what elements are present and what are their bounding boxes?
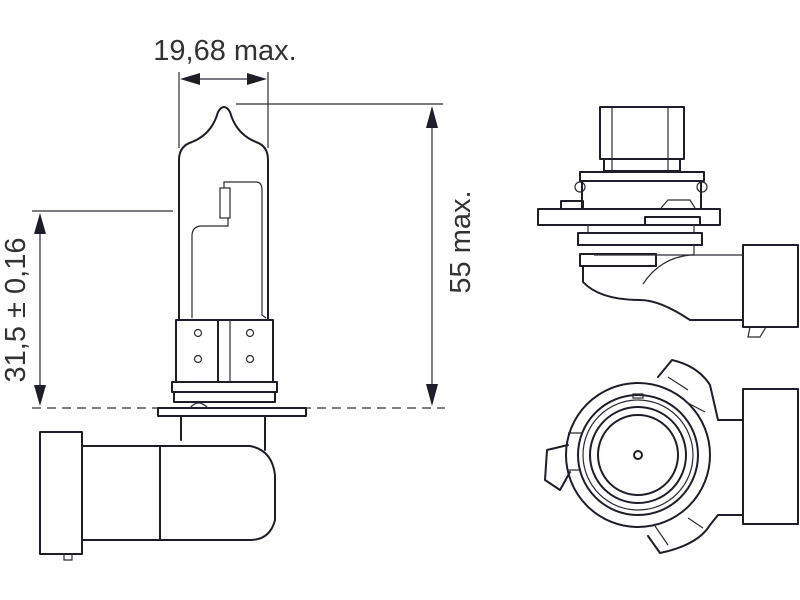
bulb-side-view <box>39 106 307 561</box>
bulb-base-side-view <box>537 106 799 338</box>
width-dimension <box>178 72 269 148</box>
height-dimension-label: 55 max. <box>445 190 477 293</box>
reference-dimension <box>32 210 173 406</box>
bulb-base-front-view <box>544 359 799 554</box>
reference-dimension-label: 31,5 ± 0,16 <box>0 238 32 383</box>
width-dimension-label: 19,68 max. <box>153 35 296 67</box>
height-dimension <box>236 103 443 406</box>
